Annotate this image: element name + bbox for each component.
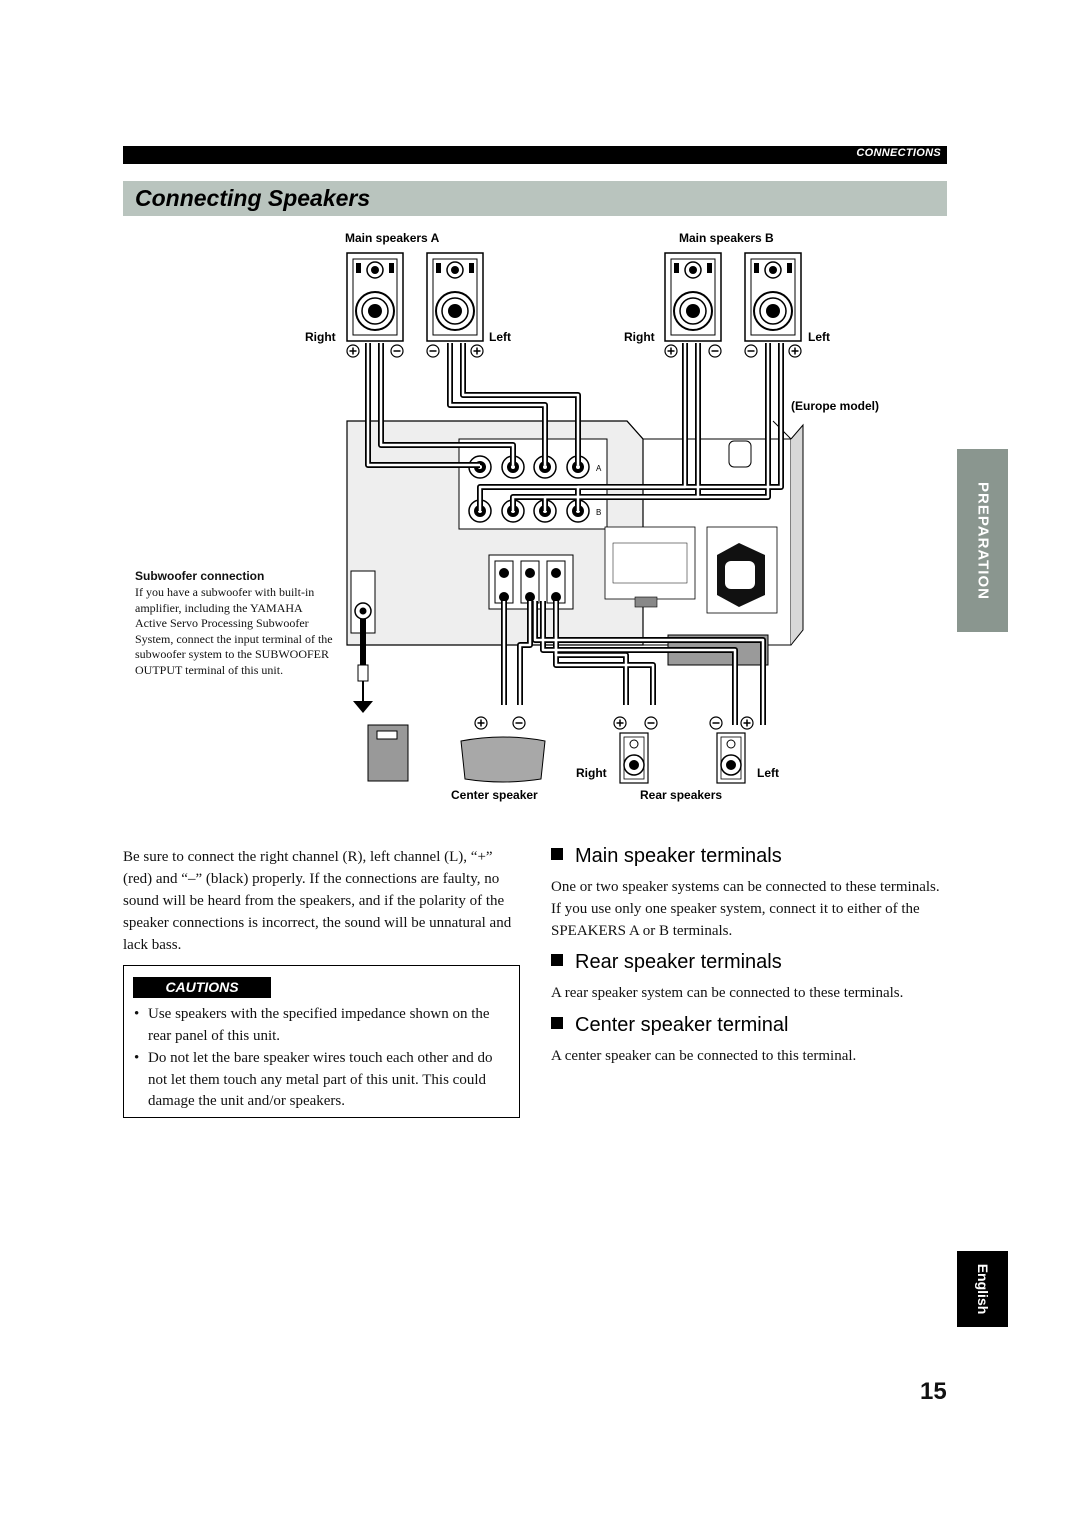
section-heading: Center speaker terminal <box>551 1014 951 1037</box>
speaker-main-a-left <box>426 252 484 342</box>
rear-speaker-left <box>716 732 746 784</box>
section-body: A rear speaker system can be connected t… <box>551 985 904 1001</box>
section-label: CONNECTIONS <box>856 147 941 159</box>
section-main-speaker-terminals: Main speaker terminals One or two speake… <box>551 845 951 942</box>
cautions-list: Use speakers with the specified impedanc… <box>134 1004 514 1114</box>
subwoofer-connection-note: Subwoofer connection If you have a subwo… <box>135 569 335 678</box>
label-right-rear: Right <box>576 766 607 780</box>
center-speaker <box>460 736 546 783</box>
section-heading: Rear speaker terminals <box>551 951 951 974</box>
subwoofer-heading: Subwoofer connection <box>135 569 265 583</box>
square-bullet-icon <box>551 954 563 966</box>
section-title: Center speaker terminal <box>575 1014 789 1036</box>
cautions-heading: CAUTIONS <box>133 977 271 998</box>
label-left-rear: Left <box>757 766 779 780</box>
svg-text:B: B <box>596 508 601 517</box>
page-number: 15 <box>920 1378 947 1405</box>
section-header-bar: CONNECTIONS <box>123 146 947 164</box>
language-tab-label: English <box>974 1263 991 1315</box>
section-body: One or two speaker systems can be connec… <box>551 879 940 939</box>
page-title: Connecting Speakers <box>135 185 371 211</box>
wiring-diagram-svg: A B <box>346 252 804 784</box>
label-europe-model: (Europe model) <box>791 399 880 413</box>
speaker-main-b-left <box>744 252 802 342</box>
speaker-connection-diagram: A B <box>123 225 947 815</box>
speaker-main-b-right <box>664 252 722 342</box>
label-left-a: Left <box>489 330 511 344</box>
label-main-speakers-a: Main speakers A <box>345 231 440 245</box>
caution-item: Use speakers with the specified impedanc… <box>134 1004 514 1047</box>
preparation-tab: PREPARATION <box>957 449 1008 632</box>
label-left-b: Left <box>808 330 830 344</box>
preparation-tab-label: PREPARATION <box>974 481 991 600</box>
rear-speaker-right <box>619 732 649 784</box>
cautions-box: CAUTIONS Use speakers with the specified… <box>123 965 520 1118</box>
title-bar: Connecting Speakers <box>123 181 947 216</box>
square-bullet-icon <box>551 848 563 860</box>
caution-item: Do not let the bare speaker wires touch … <box>134 1048 514 1113</box>
section-heading: Main speaker terminals <box>551 845 951 868</box>
section-title: Rear speaker terminals <box>575 951 782 973</box>
language-tab: English <box>957 1251 1008 1327</box>
subwoofer-text: If you have a subwoofer with built-in am… <box>135 585 333 677</box>
label-center-speaker: Center speaker <box>451 788 538 802</box>
label-right-a: Right <box>305 330 336 344</box>
speaker-main-a-right <box>346 252 404 342</box>
label-main-speakers-b: Main speakers B <box>679 231 774 245</box>
section-rear-speaker-terminals: Rear speaker terminals A rear speaker sy… <box>551 951 951 1004</box>
section-title: Main speaker terminals <box>575 845 782 867</box>
square-bullet-icon <box>551 1017 563 1029</box>
section-center-speaker-terminal: Center speaker terminal A center speaker… <box>551 1014 951 1067</box>
section-body: A center speaker can be connected to thi… <box>551 1048 857 1064</box>
label-rear-speakers: Rear speakers <box>640 788 723 802</box>
label-right-b: Right <box>624 330 655 344</box>
svg-text:A: A <box>596 464 602 473</box>
intro-paragraph: Be sure to connect the right channel (R)… <box>123 849 512 953</box>
